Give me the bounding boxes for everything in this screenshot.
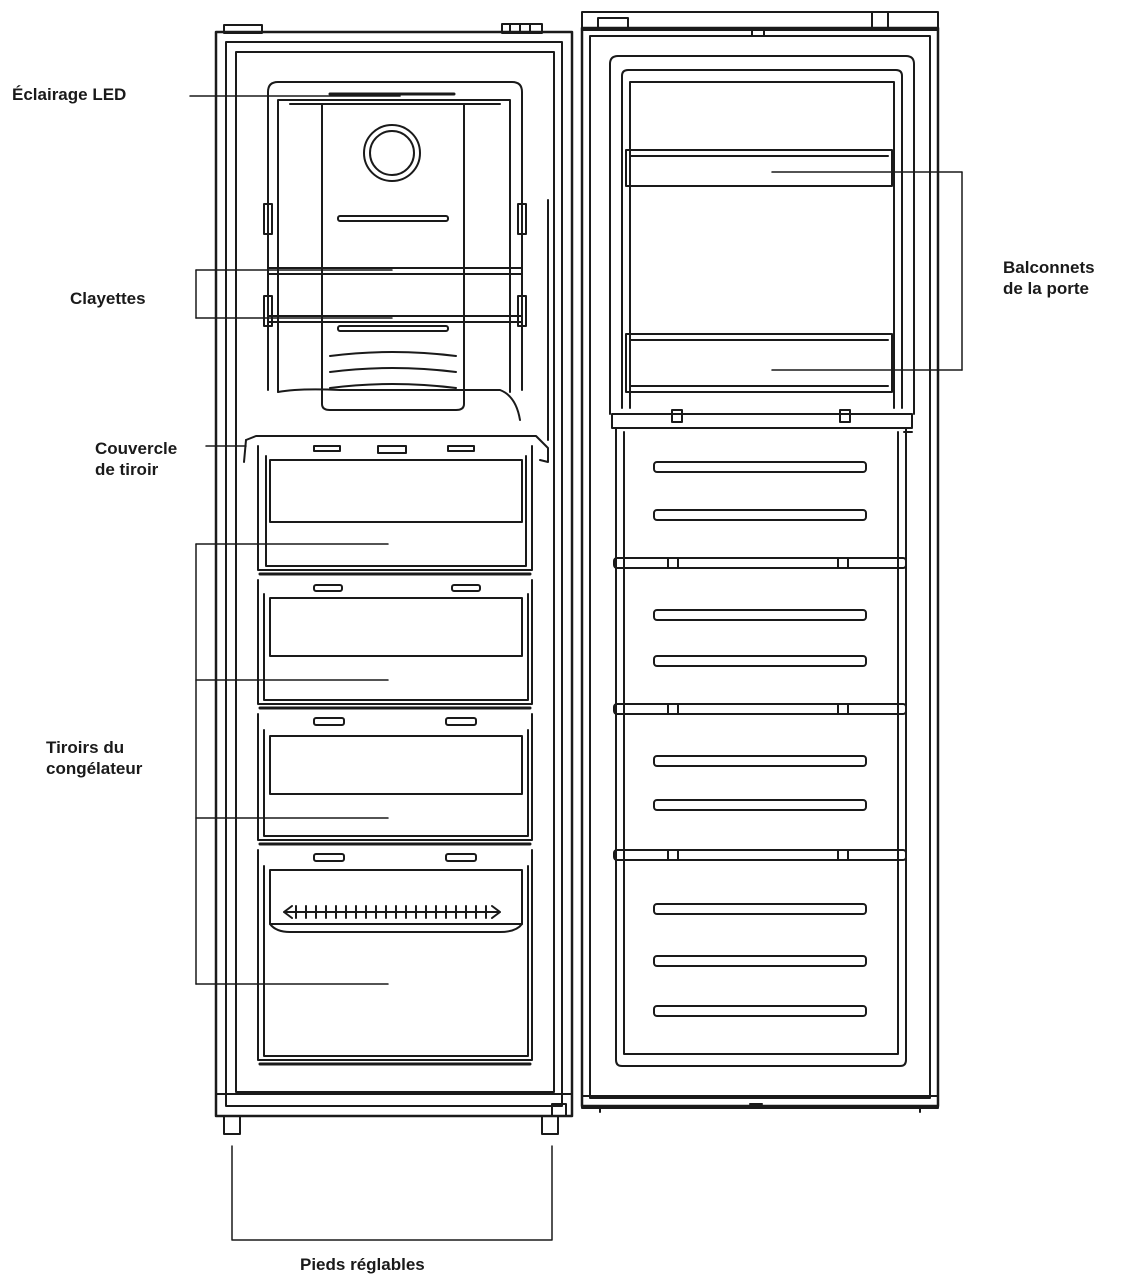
fan-icon xyxy=(363,124,421,182)
freezer-door xyxy=(580,11,940,1113)
freezer-drawers xyxy=(257,445,533,1066)
drawer-cover xyxy=(243,435,549,463)
door-balconies xyxy=(625,149,893,393)
drawer-2 xyxy=(257,579,533,710)
label-adjustable-feet: Pieds réglables xyxy=(300,1255,425,1274)
label-led-lighting: Éclairage LED xyxy=(12,85,127,104)
drawer-1 xyxy=(257,445,533,576)
drawer-4 xyxy=(257,849,533,1066)
drawer-3 xyxy=(257,713,533,846)
freezer-cabinet xyxy=(214,23,574,1135)
shelves xyxy=(267,267,523,323)
label-shelves: Clayettes xyxy=(70,289,146,308)
leader-lines xyxy=(189,95,963,1241)
upper-compartment xyxy=(263,81,549,441)
door-ribs xyxy=(653,461,867,1017)
adjustable-feet xyxy=(223,1103,567,1135)
fan-cover-panel xyxy=(321,103,465,411)
